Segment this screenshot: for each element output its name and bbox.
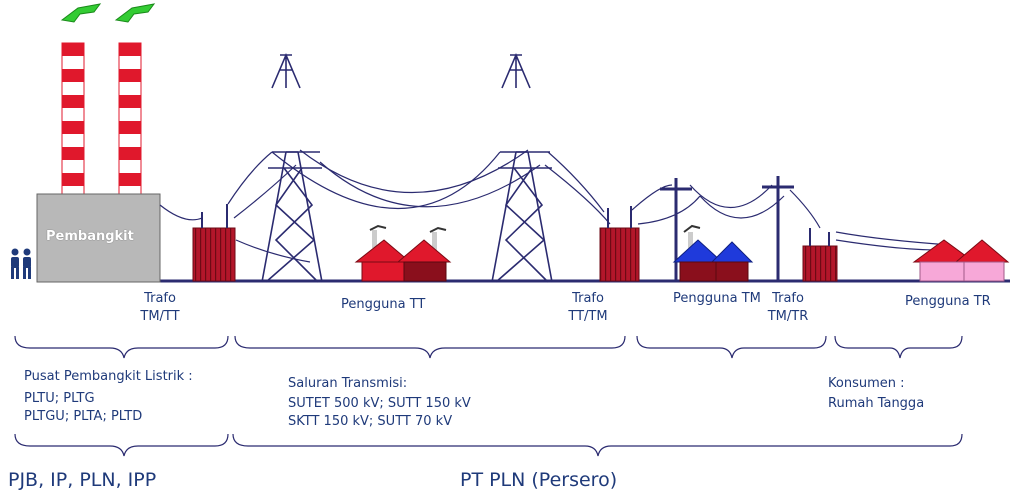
label-trafo-tm-tr-line1: Trafo bbox=[772, 291, 804, 306]
chimney-right bbox=[118, 42, 142, 197]
group-konsumen-text: Konsumen : Rumah Tangga bbox=[828, 375, 924, 413]
group-pembangkit-title: Pusat Pembangkit Listrik : bbox=[24, 369, 193, 384]
group-transmisi-title: Saluran Transmisi: bbox=[288, 376, 408, 391]
group-konsumen-line1: Rumah Tangga bbox=[828, 396, 925, 411]
trafo-tm-tt-icon bbox=[192, 204, 236, 282]
group-pembangkit-line1: PLTU; PLTG bbox=[24, 391, 95, 406]
chimney-left bbox=[61, 42, 85, 197]
label-trafo-tt-tm: Trafo TT/TM bbox=[543, 290, 633, 326]
smoke-icon bbox=[60, 3, 156, 23]
brace-group-transmisi bbox=[234, 335, 626, 359]
transmission-wires bbox=[159, 149, 951, 263]
group-transmisi-text: Saluran Transmisi: SUTET 500 kV; SUTT 15… bbox=[288, 375, 471, 431]
group-transmisi-line2: SKTT 150 kV; SUTT 70 kV bbox=[288, 414, 453, 429]
distribution-pole-2 bbox=[762, 176, 794, 282]
owner-left: PJB, IP, PLN, IPP bbox=[8, 469, 157, 491]
power-plant-building bbox=[36, 193, 161, 283]
plant-label: Pembangkit bbox=[46, 229, 134, 244]
distribution-pole-1 bbox=[660, 178, 692, 282]
people-icon bbox=[11, 248, 31, 279]
label-trafo-tm-tt-line2: TM/TT bbox=[140, 309, 180, 324]
trafo-tt-tm-icon bbox=[599, 206, 640, 282]
label-trafo-tm-tr-line2: TM/TR bbox=[767, 309, 809, 324]
label-trafo-tt-tm-line1: Trafo bbox=[572, 291, 604, 306]
transmission-tower-1 bbox=[261, 52, 323, 283]
transmission-tower-2 bbox=[491, 52, 553, 283]
brace-group-konsumen bbox=[834, 335, 963, 359]
label-trafo-tm-tt-line1: Trafo bbox=[144, 291, 176, 306]
group-transmisi-line1: SUTET 500 kV; SUTT 150 kV bbox=[288, 396, 471, 411]
label-trafo-tt-tm-line2: TT/TM bbox=[568, 309, 608, 324]
trafo-tm-tr-icon bbox=[802, 228, 838, 282]
brace-group-pembangkit bbox=[14, 335, 229, 359]
factory-pengguna-tm-icon bbox=[672, 224, 754, 282]
brace-group-tm bbox=[636, 335, 827, 359]
factory-pengguna-tt-icon bbox=[354, 224, 452, 282]
group-pembangkit-line2: PLTGU; PLTA; PLTD bbox=[24, 409, 143, 424]
brace-owner-right bbox=[232, 433, 963, 457]
label-pengguna-tr: Pengguna TR bbox=[905, 294, 991, 309]
group-konsumen-title: Konsumen : bbox=[828, 376, 905, 391]
label-trafo-tm-tr: Trafo TM/TR bbox=[748, 290, 828, 326]
brace-owner-left bbox=[14, 433, 229, 457]
owner-right: PT PLN (Persero) bbox=[460, 469, 618, 491]
group-pembangkit-text: Pusat Pembangkit Listrik : PLTU; PLTG PL… bbox=[24, 368, 193, 426]
label-pengguna-tt: Pengguna TT bbox=[341, 297, 426, 312]
label-trafo-tm-tt: Trafo TM/TT bbox=[110, 290, 210, 326]
label-pengguna-tm: Pengguna TM bbox=[673, 291, 761, 306]
house-pengguna-tr-icon bbox=[912, 239, 1010, 282]
